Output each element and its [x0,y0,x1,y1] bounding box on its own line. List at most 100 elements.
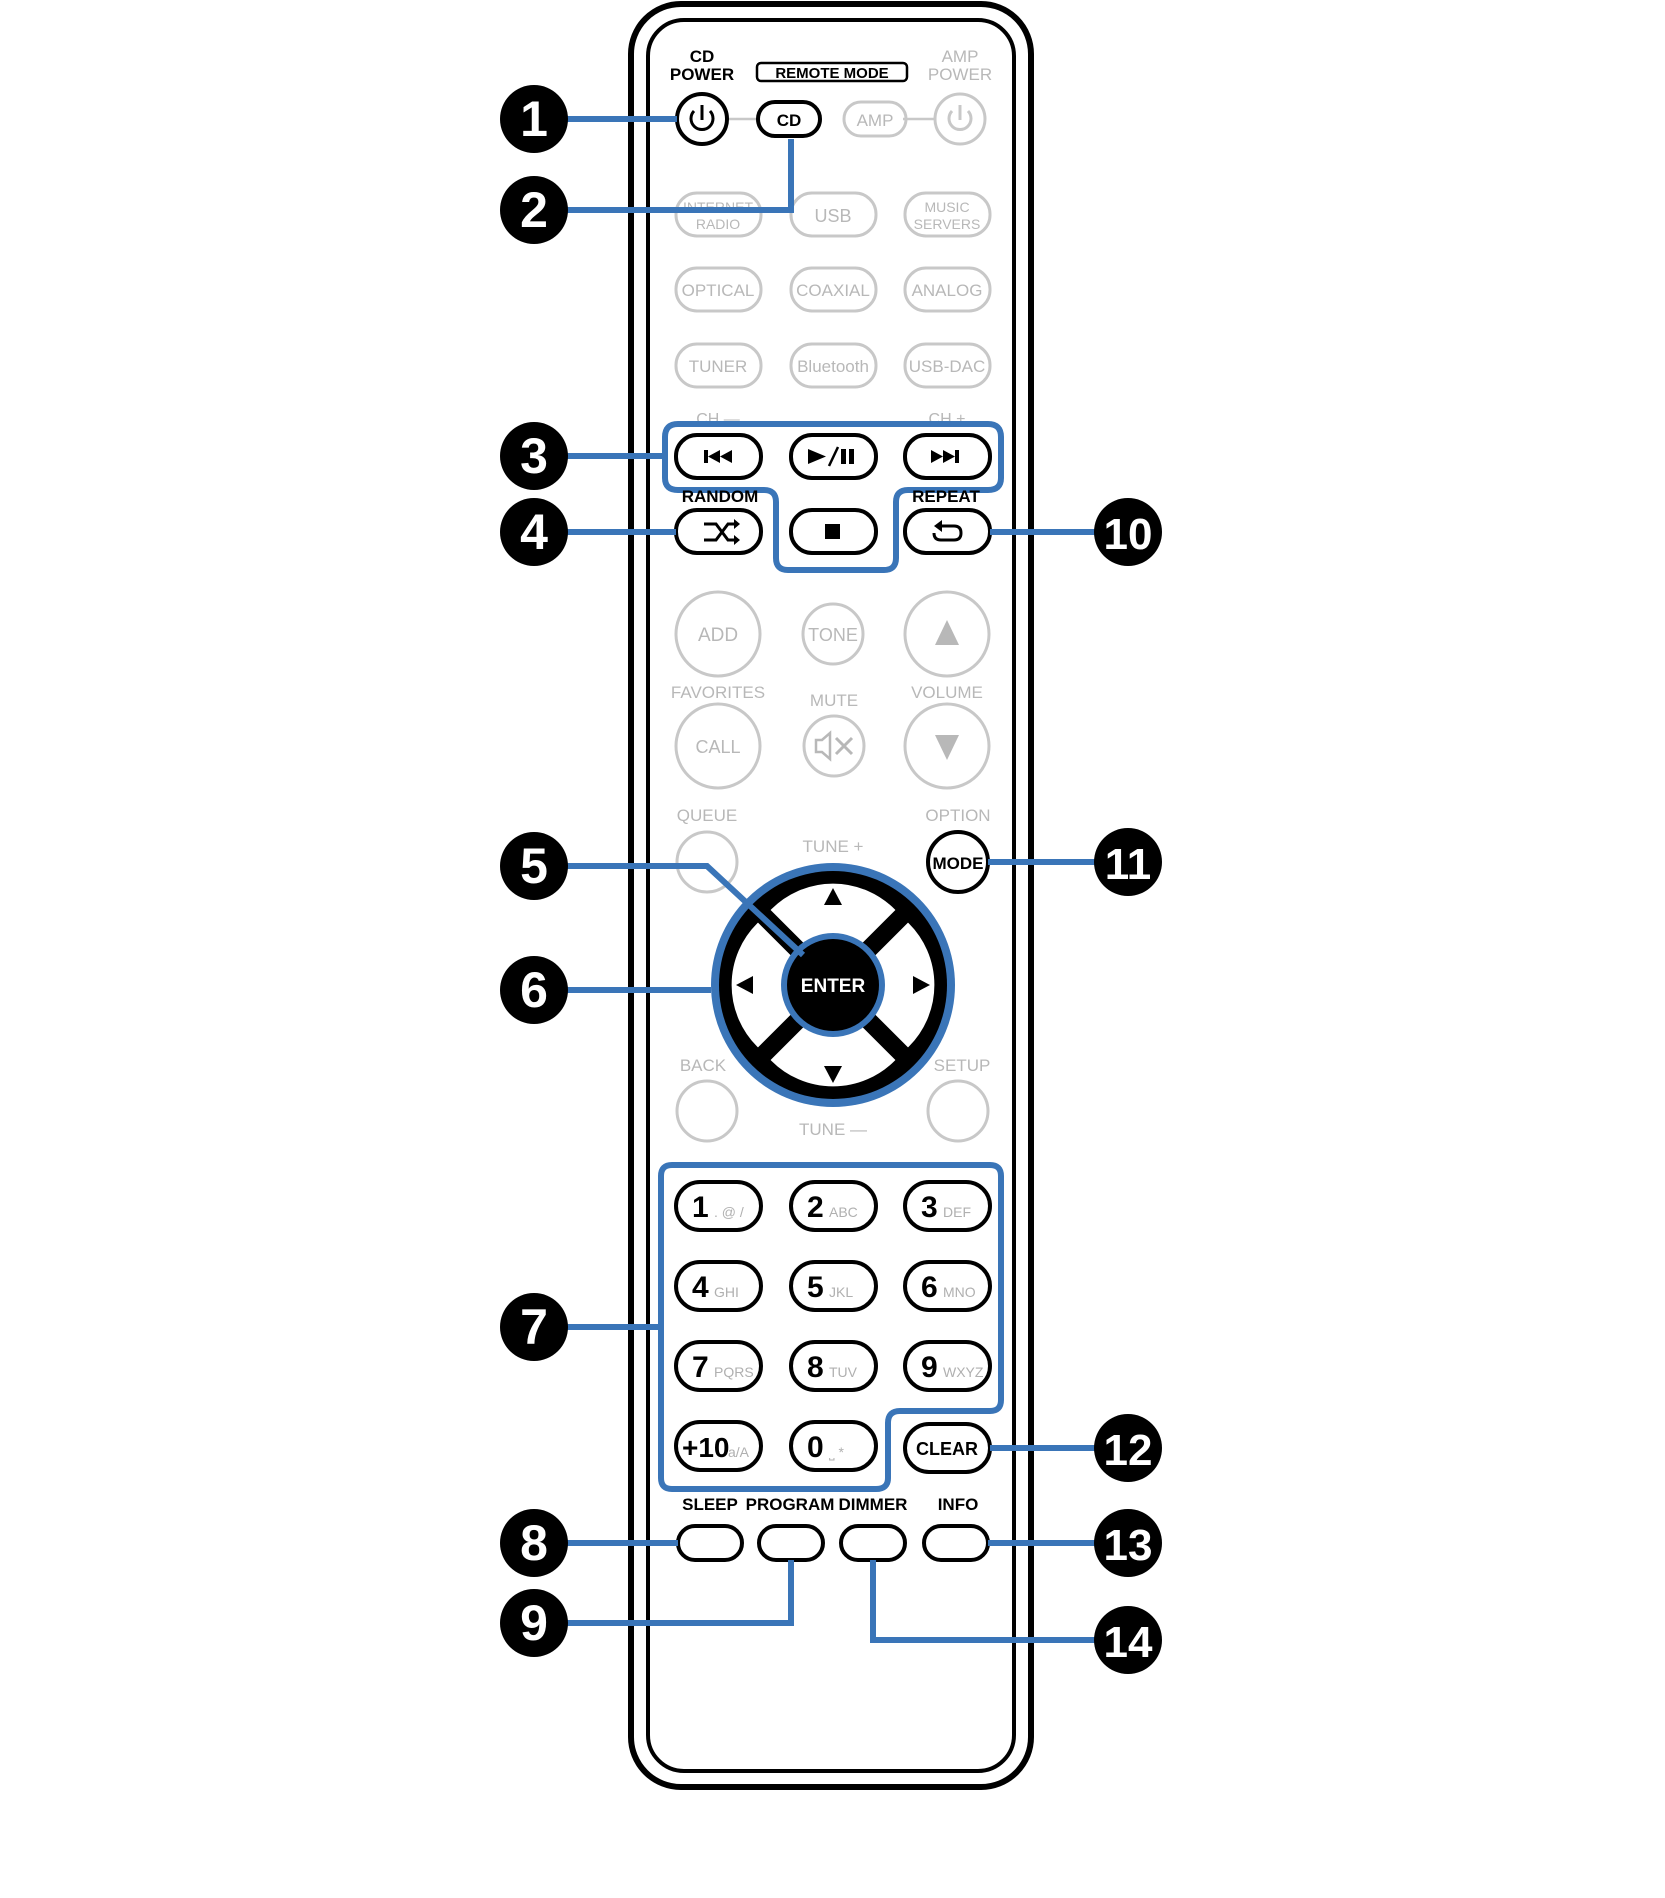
callout-6: 6 [500,956,568,1024]
numpad-key-7[interactable]: 7 PQRS [674,1340,763,1392]
repeat-label: REPEAT [912,487,980,506]
internet-radio-label-2: RADIO [696,216,740,232]
numpad-digit: +10 [682,1432,730,1463]
numpad-letters: DEF [943,1204,971,1220]
tone-label: TONE [808,625,858,645]
enter-button[interactable]: ENTER [781,933,885,1037]
numpad-digit: 7 [692,1351,709,1384]
call-label: CALL [695,737,740,757]
music-servers-button[interactable]: MUSIC SERVERS [903,191,992,238]
analog-button[interactable]: ANALOG [903,266,992,313]
tone-button[interactable]: TONE [801,602,865,666]
mode-label: MODE [933,854,984,873]
arrow-left-icon [736,976,753,994]
numpad-letters: ABC [829,1204,858,1220]
callout-number: 11 [1105,840,1152,889]
amp-mode-button[interactable]: AMP [842,100,908,138]
volume-down-button[interactable] [903,702,991,790]
numpad-key-plus10[interactable]: +10a/A [674,1420,763,1472]
numpad-key-4[interactable]: 4 GHI [674,1260,763,1312]
random-label: RANDOM [682,487,759,506]
bluetooth-button[interactable]: Bluetooth [789,342,878,389]
repeat-button[interactable] [903,508,992,555]
bluetooth-label: Bluetooth [797,357,869,376]
queue-button[interactable] [675,830,739,894]
numpad-digit: 5 [807,1271,824,1304]
volume-up-icon [935,620,959,645]
sleep-button[interactable] [676,1524,744,1562]
previous-track-button[interactable] [674,433,763,480]
callout-number: 3 [520,428,548,484]
tuner-button[interactable]: TUNER [674,342,763,389]
leader-lines [560,116,1101,1643]
callout-number: 6 [520,962,548,1018]
mode-button[interactable]: MODE [926,830,990,894]
program-button[interactable] [757,1524,825,1562]
arrow-right-icon [913,976,930,994]
setup-button[interactable] [926,1079,990,1143]
back-button[interactable] [675,1079,739,1143]
coaxial-button[interactable]: COAXIAL [789,266,878,313]
numpad-key-0[interactable]: 0⎵ * [789,1420,878,1472]
mute-icon [814,730,832,762]
shuffle-icon [704,522,738,542]
numpad-digit: 3 [921,1191,938,1224]
callout-number: 9 [520,1595,548,1651]
cd-power-label-1: CD [690,47,715,66]
optical-button[interactable]: OPTICAL [674,266,763,313]
volume-label: VOLUME [911,683,983,702]
callout-number: 4 [520,504,548,560]
usb-dac-button[interactable]: USB-DAC [903,342,992,389]
callout-number: 8 [520,1515,548,1571]
numpad-letters: ⎵ * [829,1444,844,1461]
cd-power-button[interactable] [675,92,729,146]
info-button[interactable] [922,1524,990,1562]
callout-number: 12 [1104,1426,1153,1475]
callout-number: 5 [520,838,548,894]
usb-label: USB [814,206,851,226]
callout-number: 10 [1104,510,1153,559]
power-icon [689,109,715,131]
mute-button[interactable] [802,714,866,778]
mute-label: MUTE [810,691,858,710]
callout-4: 4 [500,498,568,566]
callout-14: 14 [1094,1606,1162,1674]
numpad-key-5[interactable]: 5 JKL [789,1260,878,1312]
clear-label: CLEAR [916,1439,978,1459]
numpad-key-3[interactable]: 3 DEF [903,1180,992,1232]
callout-number: 13 [1104,1521,1153,1570]
add-button[interactable]: ADD [674,590,762,678]
volume-down-icon [935,735,959,760]
play-pause-button[interactable] [789,433,878,480]
numpad-letters: JKL [829,1284,853,1300]
previous-track-icon [708,450,732,463]
callout-number: 2 [520,182,548,238]
dimmer-button[interactable] [839,1524,907,1562]
numpad-digit: 4 [692,1271,709,1304]
stop-button[interactable] [789,508,878,555]
analog-label: ANALOG [912,281,983,300]
usb-button[interactable]: USB [789,191,878,238]
callout-10: 10 [1094,498,1162,566]
amp-power-button[interactable] [933,92,987,146]
numpad-letters: GHI [714,1284,739,1300]
amp-mode-label: AMP [857,111,894,130]
clear-button[interactable]: CLEAR [903,1422,992,1474]
transport-group-outline [662,421,1004,573]
numpad-key-1[interactable]: 1. @ / [674,1180,763,1232]
volume-up-button[interactable] [903,590,991,678]
next-track-button[interactable] [903,433,992,480]
numpad-group-outline [658,1162,1004,1492]
random-button[interactable] [674,508,763,555]
tuner-label: TUNER [689,357,748,376]
callout-number: 14 [1104,1618,1153,1667]
cd-mode-button[interactable]: CD [756,100,822,138]
callout-1: 1 [500,85,568,153]
numpad-letters: PQRS [714,1364,754,1380]
favorites-call-button[interactable]: CALL [674,702,762,790]
